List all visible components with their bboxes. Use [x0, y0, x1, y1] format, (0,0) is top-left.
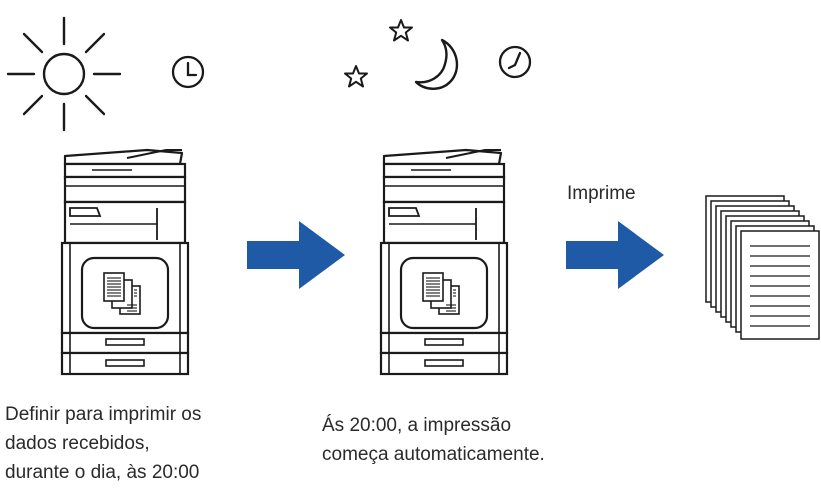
star-icon: [344, 65, 368, 88]
star-icon: [389, 19, 413, 42]
arrow-right-icon: [566, 221, 664, 289]
print-label: Imprime: [567, 183, 636, 204]
caption-line: durante o dia, às 20:00: [5, 462, 200, 483]
caption-line: começa automaticamente.: [322, 444, 545, 465]
caption-line: Definir para imprimir os: [5, 404, 202, 425]
moon-icon: [414, 38, 459, 90]
printer-icon: [379, 148, 509, 376]
caption-line: Ás 20:00, a impressão: [322, 415, 512, 436]
paper-stack-icon: [705, 195, 820, 340]
printer-icon: [60, 148, 190, 376]
caption-auto-print: Ás 20:00, a impressão começa automaticam…: [322, 411, 652, 469]
sun-icon: [6, 16, 122, 132]
clock-icon: [171, 55, 205, 89]
arrow-right-icon: [247, 221, 345, 289]
caption-line: dados recebidos,: [5, 433, 150, 454]
caption-schedule: Definir para imprimir os dados recebidos…: [5, 400, 295, 487]
clock-icon: [498, 45, 532, 79]
